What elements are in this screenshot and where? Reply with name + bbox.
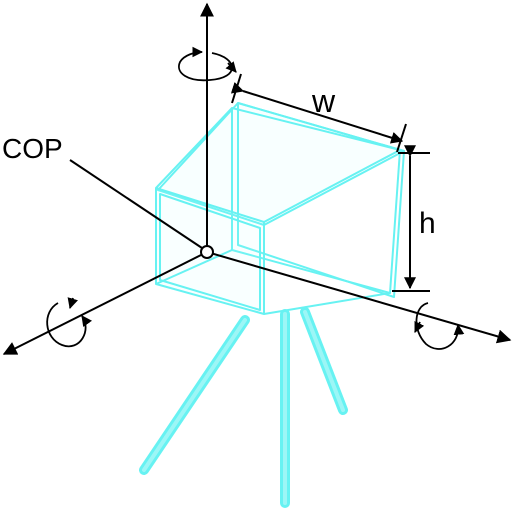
width-tick-right bbox=[396, 123, 407, 153]
width-dimension bbox=[230, 73, 407, 153]
cop-marker bbox=[69, 159, 214, 259]
tripod-leg-left bbox=[139, 315, 250, 475]
camera-edge bbox=[263, 292, 391, 315]
tripod-leg-right-inner bbox=[303, 310, 345, 412]
rotation-arrow-icon bbox=[46, 46, 465, 350]
cop-leader-line bbox=[69, 159, 203, 249]
height-dimension bbox=[392, 145, 430, 292]
cop-label: COP bbox=[2, 133, 63, 164]
cop-point bbox=[200, 245, 214, 259]
left-rotation-arrow-icon bbox=[46, 302, 93, 348]
width-tick-left bbox=[231, 73, 242, 104]
height-label: h bbox=[419, 207, 436, 240]
camera-body bbox=[155, 102, 405, 315]
left-axis bbox=[2, 251, 208, 355]
tripod bbox=[139, 307, 348, 508]
tripod-leg-right bbox=[300, 307, 348, 415]
vertical-rotation-arrow-icon bbox=[178, 46, 233, 82]
width-label: w bbox=[311, 83, 336, 119]
camera-front-face-inner bbox=[159, 193, 261, 311]
width-arrow bbox=[230, 82, 404, 144]
tripod-leg-left-inner bbox=[142, 318, 247, 472]
right-rotation-arrow-icon bbox=[415, 302, 465, 350]
camera-edge bbox=[263, 149, 401, 223]
camera-edge bbox=[155, 107, 233, 189]
